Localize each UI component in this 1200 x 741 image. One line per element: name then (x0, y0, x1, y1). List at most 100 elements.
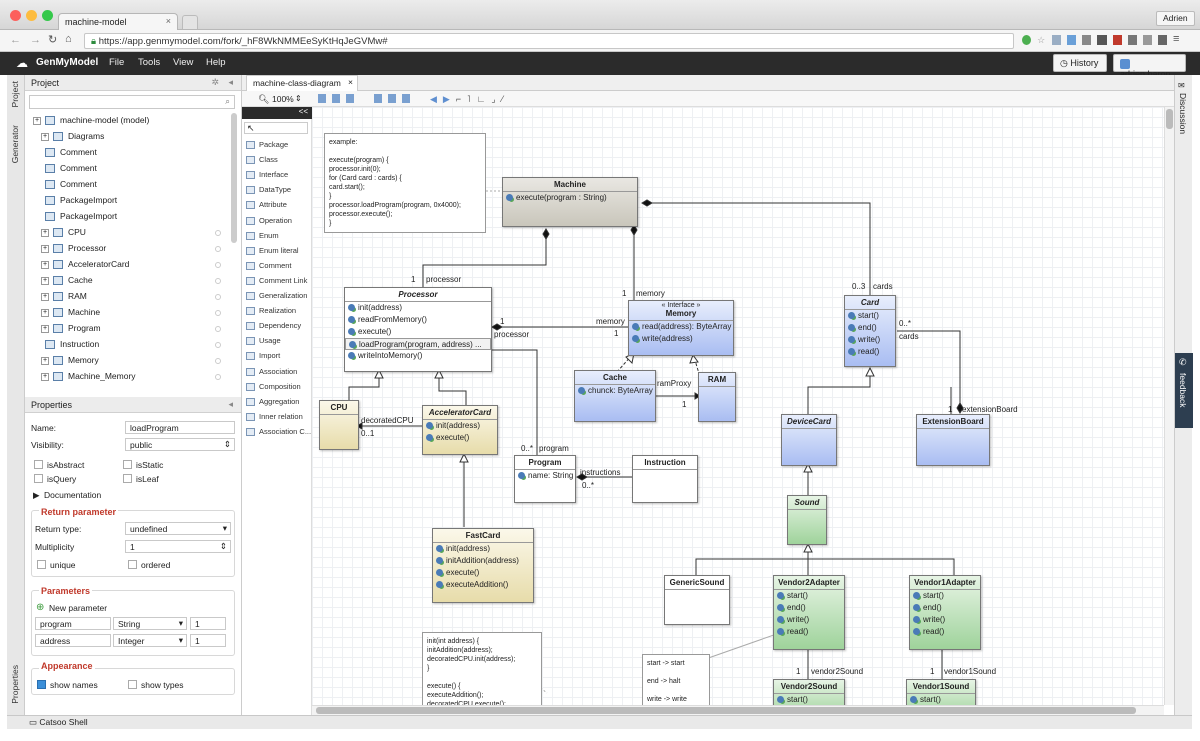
browser-tab[interactable]: machine-model × (58, 13, 178, 30)
new-tab-button[interactable] (182, 15, 198, 29)
operation[interactable]: initAddition(address) (433, 555, 533, 567)
tree-item[interactable]: +Cache (33, 273, 93, 288)
expand-icon[interactable]: + (41, 372, 49, 381)
align-left-icon[interactable] (318, 94, 326, 103)
menu-view[interactable]: View (173, 57, 194, 68)
menu-file[interactable]: File (109, 57, 125, 68)
operation[interactable]: start() (774, 590, 844, 602)
align-center-icon[interactable] (332, 94, 340, 103)
tab-machine-class-diagram[interactable]: machine-class-diagram × (246, 75, 358, 91)
palette-item-class[interactable]: Class (246, 155, 278, 165)
visibility-select[interactable]: public⇕ (125, 438, 235, 451)
operation[interactable]: write(address) (629, 333, 733, 345)
documentation-toggle[interactable]: Documentation (44, 490, 102, 500)
extension-icon[interactable] (1082, 35, 1092, 45)
extension-icon[interactable] (1112, 35, 1122, 45)
extension-icon[interactable] (1127, 35, 1137, 45)
show-names-checkbox[interactable] (37, 680, 46, 689)
url-field[interactable]: 🔒︎ https://app.genmymodel.com/fork/_hF8W… (84, 33, 1014, 49)
visibility-dot-icon[interactable] (215, 326, 221, 332)
back-icon[interactable]: ← (10, 34, 21, 46)
menu-help[interactable]: Help (206, 57, 226, 68)
class-devicecard[interactable]: DeviceCard (781, 414, 837, 466)
collapse-palette-button[interactable]: << (242, 107, 312, 119)
close-tab-icon[interactable]: × (348, 77, 353, 87)
tree-item[interactable]: PackageImport (33, 193, 117, 208)
tree-item[interactable]: +Machine_Memory (33, 369, 136, 384)
palette-item-dependency[interactable]: Dependency (246, 321, 301, 331)
name-input[interactable]: loadProgram (125, 421, 235, 434)
close-window-button[interactable] (10, 10, 21, 21)
expand-icon[interactable]: + (41, 324, 49, 333)
arrow-left-icon[interactable]: ◀ (430, 94, 437, 104)
comment-note[interactable]: init(int address) { initAddition(address… (422, 632, 542, 705)
palette-item-association-c[interactable]: Association C... (246, 427, 311, 436)
align-right-icon[interactable] (346, 94, 354, 103)
expand-icon[interactable]: + (41, 308, 49, 317)
operation[interactable]: end() (845, 322, 895, 334)
operation[interactable]: executeAddition() (433, 579, 533, 591)
project-strip-tab[interactable]: Project (10, 81, 20, 108)
class-machine[interactable]: Machine execute(program : String) (502, 177, 638, 227)
expand-icon[interactable]: + (41, 276, 49, 285)
palette-item-package[interactable]: Package (246, 140, 288, 150)
maximize-window-button[interactable] (42, 10, 53, 21)
class-ram[interactable]: RAM (698, 372, 736, 422)
tree-item[interactable]: Comment (33, 145, 97, 160)
palette-item-interface[interactable]: Interface (246, 170, 288, 180)
operation[interactable]: execute(program : String) (503, 192, 637, 204)
gear-icon[interactable]: ✲ (211, 77, 219, 87)
generator-strip-tab[interactable]: Generator (10, 125, 20, 164)
operation[interactable]: execute() (345, 326, 491, 338)
updown-icon[interactable]: ⇕ (295, 94, 302, 103)
tree-item[interactable]: +RAM (33, 289, 87, 304)
visibility-dot-icon[interactable] (215, 374, 221, 380)
operation[interactable]: read() (910, 626, 980, 638)
palette-item-attribute[interactable]: Attribute (246, 200, 287, 210)
class-processor[interactable]: Processor init(address) readFromMemory()… (344, 287, 492, 372)
operation[interactable]: end() (774, 602, 844, 614)
sync-icon[interactable] (1022, 35, 1032, 45)
param-mult-stepper[interactable]: 1 (190, 634, 226, 647)
shell-button[interactable]: Catsoo Shell (39, 717, 88, 727)
collapse-icon[interactable]: ◂ (228, 399, 233, 409)
minimize-window-button[interactable] (26, 10, 37, 21)
expand-icon[interactable]: + (33, 116, 41, 125)
arrow-right-icon[interactable]: ▶ (442, 94, 450, 104)
line-icon[interactable]: ⁄ (501, 94, 504, 104)
class-program[interactable]: Program name: String (514, 455, 576, 503)
operation[interactable]: readFromMemory() (345, 314, 491, 326)
new-parameter-button[interactable]: New parameter (49, 603, 108, 613)
palette-item-enum[interactable]: Enum (246, 231, 279, 240)
ordered-checkbox[interactable] (128, 560, 137, 569)
operation[interactable]: start() (845, 310, 895, 322)
operation[interactable]: write() (774, 614, 844, 626)
palette-item-comment-link[interactable]: Comment Link (246, 276, 307, 285)
attribute[interactable]: chunck: ByteArray (575, 385, 655, 397)
palette-item-import[interactable]: Import (246, 351, 280, 361)
visibility-dot-icon[interactable] (215, 358, 221, 364)
visibility-dot-icon[interactable] (215, 230, 221, 236)
properties-strip-tab[interactable]: Properties (10, 665, 20, 704)
class-fastcard[interactable]: FastCard init(address) initAddition(addr… (432, 528, 534, 603)
extension-icon[interactable] (1067, 35, 1077, 45)
feedback-button[interactable]: ✆ feedback (1175, 353, 1193, 428)
select-tool-icon[interactable]: ↖ (244, 122, 308, 134)
palette-item-usage[interactable]: Usage (246, 336, 281, 346)
expand-icon[interactable]: + (41, 292, 49, 301)
attribute[interactable]: name: String (515, 470, 575, 482)
palette-item-generalization[interactable]: Generalization (246, 291, 307, 301)
tree-item[interactable]: +CPU (33, 225, 86, 240)
align-top-icon[interactable] (374, 94, 382, 103)
route-icon[interactable]: ∟ (476, 94, 486, 104)
visibility-dot-icon[interactable] (215, 294, 221, 300)
class-vendor2adapter[interactable]: Vendor2Adapter start() end() write() rea… (773, 575, 845, 650)
expand-icon[interactable]: + (41, 132, 49, 141)
operation[interactable]: init(address) (433, 543, 533, 555)
zoom-select[interactable]: 100% (272, 94, 294, 104)
forward-icon[interactable]: → (30, 34, 41, 46)
project-search-input[interactable]: ⌕ (29, 95, 235, 109)
user-menu-button[interactable]: adrien.baron (1113, 54, 1186, 79)
show-types-checkbox[interactable] (128, 680, 137, 689)
operation[interactable]: init(address) (345, 302, 491, 314)
